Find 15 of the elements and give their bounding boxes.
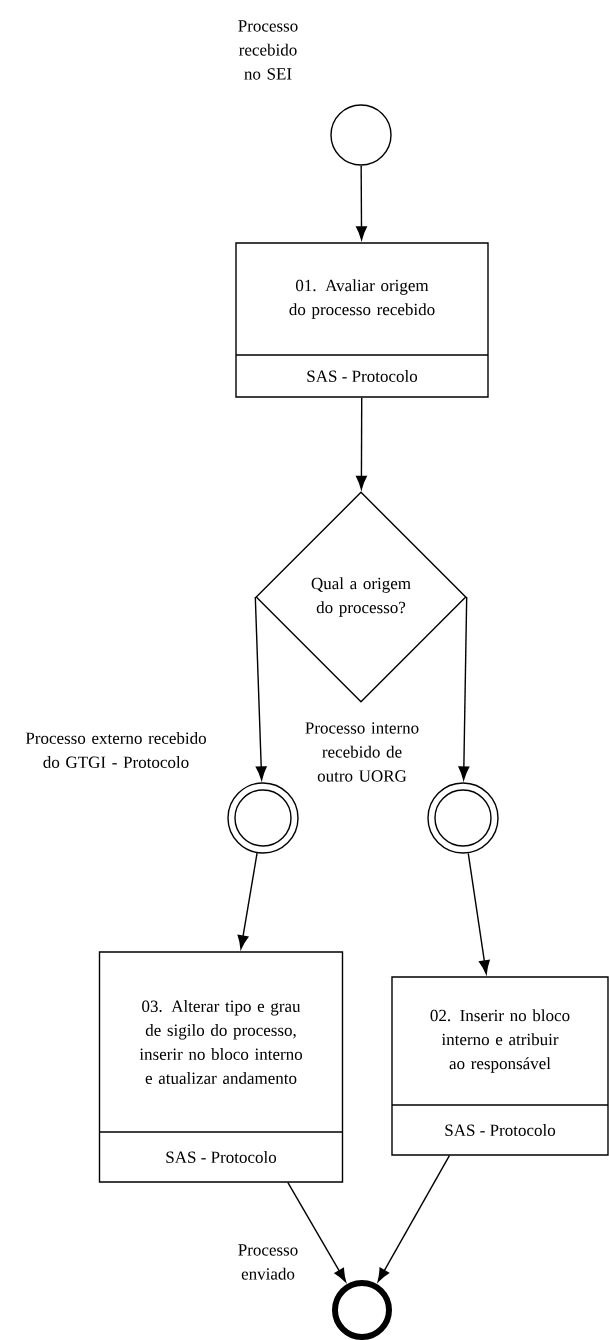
task-box: 03. Alterar tipo e grau de sigilo do processo, inserir no bloco interno e atualizar andamento SAS - Protocolo [98,951,344,1183]
task-box: 01. Avaliar origem do processo recebido SAS - Protocolo [235,242,489,398]
event-label: Processo enviado [238,1244,298,1280]
arrow [237,852,258,950]
event-label: Processo interno recebido de outro UORG [305,722,419,782]
arrow [458,596,470,781]
arrow [287,1182,347,1283]
arrow [377,1155,451,1283]
arrow [467,852,490,975]
event-label: Processo externo recebido do GTGI - Protocolo [25,732,206,768]
arrow [254,596,267,781]
arrow [356,165,367,241]
event-label: Processo recebido no SEI [238,20,298,80]
arrow [355,397,367,490]
task-box: 02. Inserir no bloco interno e atribuir ao responsável SAS - Protocolo [391,976,609,1156]
